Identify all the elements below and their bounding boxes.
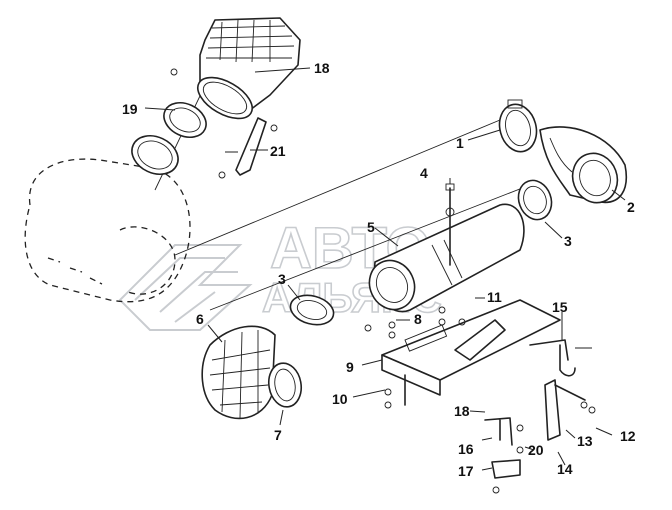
- air-filter-housing-dashed: [24, 158, 191, 303]
- callout-15: 15: [552, 299, 568, 315]
- bolt-4: [445, 183, 455, 266]
- callout-12: 12: [620, 428, 636, 444]
- clamp-ring-7: [267, 362, 303, 408]
- callout-1: 1: [456, 135, 464, 151]
- bracket-15: [529, 339, 592, 377]
- callout-2: 2: [627, 199, 635, 215]
- clamp-ring-20: [163, 101, 207, 139]
- elbow-hose-2: [539, 126, 627, 204]
- callout-14: 14: [557, 461, 573, 477]
- callout-16: 16: [458, 441, 474, 457]
- hose-clamp-1: [498, 99, 538, 153]
- callout-13: 13: [577, 433, 593, 449]
- support-strap-21: [170, 68, 278, 179]
- callout-11: 11: [487, 289, 502, 305]
- hose-clamp-3-right: [517, 179, 553, 221]
- intake-elbow-6: [201, 325, 276, 420]
- callout-21: 21: [270, 143, 286, 159]
- callout-20: 19: [122, 101, 138, 117]
- watermark-logo: [118, 244, 253, 331]
- mounting-bracket-9: [381, 299, 561, 406]
- callout-18-lower: 18: [454, 403, 470, 419]
- leader-lines: [144, 67, 626, 471]
- callout-4: 4: [420, 165, 428, 181]
- callout-19: 20: [528, 442, 544, 458]
- callout-3-right: 3: [564, 233, 572, 249]
- callout-18-top: 18: [314, 60, 330, 76]
- callout-17: 17: [458, 463, 474, 479]
- clamp-ring-housing: [131, 134, 179, 176]
- lower-bracket-16: [484, 417, 524, 494]
- callout-6: 6: [196, 311, 204, 327]
- intake-cap-18: [197, 17, 301, 120]
- callout-labels: 18 19 21 1 2 3 4 5 3 6 7 8 9 10 11 12 13…: [122, 60, 636, 479]
- callout-5: 5: [367, 219, 375, 235]
- callout-10: 10: [332, 391, 348, 407]
- callout-3-left: 3: [278, 271, 286, 287]
- hose-clamp-3-left: [289, 294, 335, 326]
- hardware-fasteners: [364, 306, 466, 409]
- callout-8: 8: [414, 311, 422, 327]
- side-bracket-13: [544, 379, 596, 441]
- callout-7: 7: [274, 427, 282, 443]
- callout-9: 9: [346, 359, 354, 375]
